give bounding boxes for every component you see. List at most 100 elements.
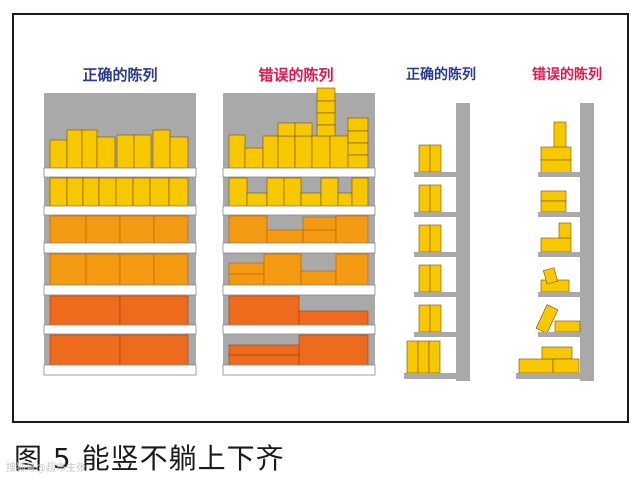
product-box <box>298 310 369 326</box>
product-box <box>351 177 369 207</box>
wall-correct-back <box>456 103 470 381</box>
panel-correct-wall <box>404 144 456 379</box>
product-box <box>316 124 336 137</box>
product-box <box>417 340 430 374</box>
shelf-board <box>414 212 456 217</box>
figure-caption: 图 5 能竖不躺上下齐 <box>14 442 285 475</box>
product-box <box>263 253 302 286</box>
product-box <box>228 344 300 356</box>
product-box <box>554 320 581 333</box>
product-box <box>116 134 135 169</box>
shelf-board <box>404 373 456 379</box>
product-box <box>277 135 296 169</box>
product-box <box>540 237 572 253</box>
shelf-board <box>43 242 197 254</box>
product-box <box>302 229 337 244</box>
product-box <box>96 136 116 169</box>
product-box <box>98 177 117 207</box>
product-box <box>49 177 68 207</box>
product-box <box>228 262 265 275</box>
product-box <box>300 270 337 286</box>
shelf-board <box>414 172 456 177</box>
product-box <box>152 129 171 169</box>
shelf-board <box>538 252 580 257</box>
product-box <box>168 177 189 207</box>
product-box <box>85 215 121 244</box>
product-box <box>149 177 170 207</box>
product-box <box>262 135 279 169</box>
product-box <box>418 184 431 213</box>
product-box <box>316 100 336 114</box>
product-box <box>540 146 572 161</box>
panel-title-1: 正确的陈列 <box>82 66 157 84</box>
product-box <box>119 215 155 244</box>
shelf-board <box>538 292 580 297</box>
panel-wrong-cabinet <box>222 87 376 376</box>
product-box <box>153 253 189 286</box>
product-box <box>540 200 567 213</box>
shelf-board <box>222 324 376 335</box>
product-box <box>228 295 300 326</box>
product-box <box>540 190 567 202</box>
shelf-board <box>222 205 376 216</box>
shelf-board <box>43 324 197 335</box>
shelf-board <box>222 242 376 254</box>
product-box <box>49 295 121 326</box>
product-box <box>49 253 87 286</box>
product-box <box>300 192 322 207</box>
product-box <box>133 134 152 169</box>
product-box <box>119 295 189 326</box>
product-box <box>418 144 431 173</box>
product-box <box>85 253 121 286</box>
product-box <box>81 129 98 169</box>
product-box <box>347 130 369 144</box>
product-box <box>406 340 419 374</box>
product-box <box>335 215 369 244</box>
shelf-display-diagram: 正确的陈列 错误的陈列 正确的陈列 错误的陈列 <box>43 66 602 381</box>
product-box <box>418 304 431 333</box>
shelf-board <box>43 167 197 178</box>
product-box <box>320 177 339 207</box>
product-box <box>66 129 83 169</box>
product-box <box>329 135 349 169</box>
product-box <box>542 267 558 285</box>
product-box <box>428 340 441 374</box>
shelf-board <box>538 172 580 177</box>
product-box <box>518 358 554 374</box>
product-box <box>49 334 121 366</box>
product-box <box>535 304 559 334</box>
shelf-board <box>538 212 580 217</box>
product-box <box>540 159 572 174</box>
product-box <box>246 192 268 207</box>
product-box <box>347 142 369 156</box>
product-box <box>311 135 331 169</box>
product-box <box>228 354 300 366</box>
product-box <box>119 253 155 286</box>
product-box <box>283 177 302 207</box>
product-box <box>115 177 134 207</box>
product-box <box>266 229 304 244</box>
product-box <box>429 144 442 173</box>
product-box <box>552 358 580 374</box>
product-box <box>418 224 431 253</box>
product-box <box>558 222 572 239</box>
shelf-board <box>414 292 456 297</box>
product-box <box>316 112 336 126</box>
shelf-board <box>414 252 456 257</box>
product-box <box>541 346 573 360</box>
product-box <box>244 147 264 169</box>
product-box <box>298 334 369 366</box>
product-box <box>153 215 189 244</box>
shelf-board <box>222 284 376 296</box>
product-box <box>119 334 189 366</box>
shelf-board <box>516 373 580 379</box>
product-box <box>66 177 84 207</box>
product-box <box>337 192 353 207</box>
product-box <box>335 253 369 286</box>
product-box <box>266 177 285 207</box>
shelf-board <box>414 332 456 337</box>
product-box <box>228 273 265 286</box>
product-box <box>294 135 313 169</box>
product-box <box>49 215 87 244</box>
product-box <box>294 122 313 137</box>
